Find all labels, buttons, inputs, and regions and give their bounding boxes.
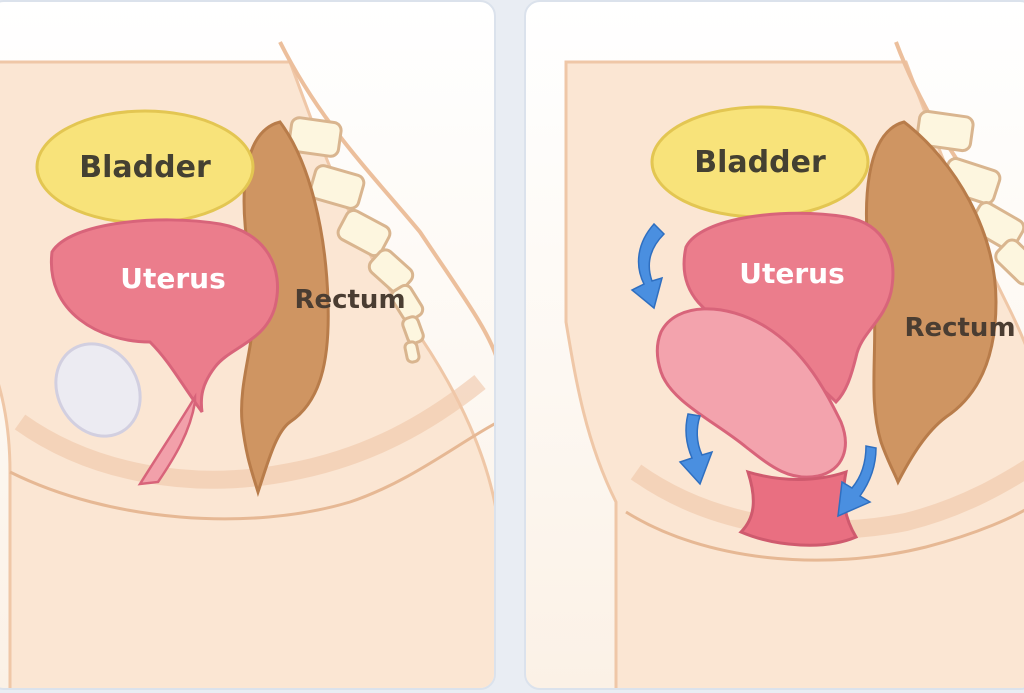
pelvic-floor bbox=[14, 374, 486, 489]
vaginal-canal bbox=[738, 469, 859, 547]
vaginal-canal bbox=[137, 392, 197, 486]
normal-anatomy-illustration: Bladder Uterus Rectum bbox=[0, 41, 494, 688]
spine bbox=[287, 116, 425, 364]
lower-contour bbox=[625, 508, 1024, 562]
down-arrow-icon bbox=[630, 222, 666, 310]
down-arrow-icon bbox=[678, 413, 714, 486]
back-outline bbox=[278, 41, 494, 356]
panel-prolapse: Bladder Uterus Rectum bbox=[524, 0, 1024, 690]
panel-normal-anatomy: Bladder Uterus Rectum bbox=[0, 0, 496, 690]
label-rectum: Rectum bbox=[904, 313, 1015, 343]
pubic-bone bbox=[54, 342, 142, 438]
uterus bbox=[49, 218, 280, 413]
label-bladder: Bladder bbox=[694, 145, 826, 180]
pelvic-floor bbox=[630, 460, 1024, 539]
prolapse-illustration: Bladder Uterus Rectum bbox=[564, 41, 1024, 688]
down-arrow-icon bbox=[837, 445, 877, 518]
lower-contour bbox=[9, 422, 494, 521]
label-uterus: Uterus bbox=[739, 257, 845, 290]
label-uterus: Uterus bbox=[120, 262, 226, 295]
prolapsed-uterus bbox=[655, 307, 847, 479]
label-rectum: Rectum bbox=[294, 285, 405, 315]
label-bladder: Bladder bbox=[79, 150, 211, 185]
